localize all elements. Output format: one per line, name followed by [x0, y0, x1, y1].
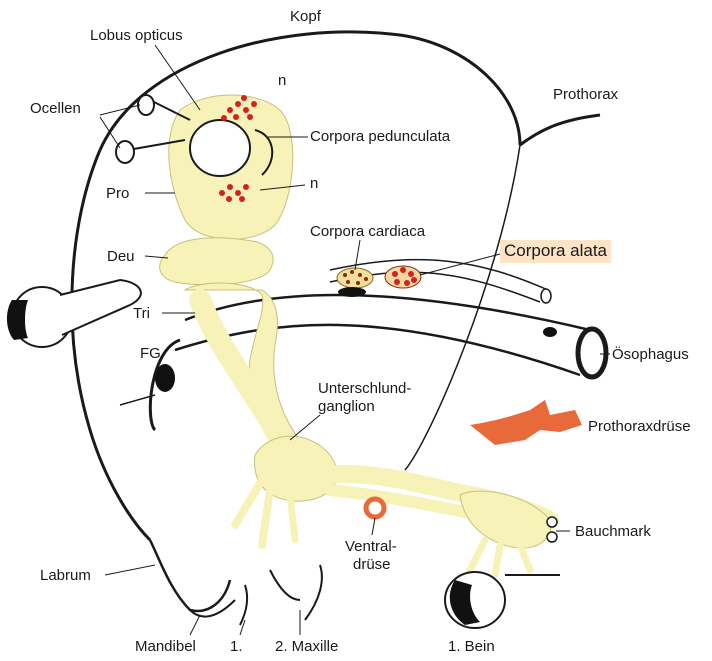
head-capsule-side [72, 150, 150, 540]
label-corpora-alata: Corpora alata [500, 240, 611, 263]
label-prothorax: Prothorax [553, 86, 618, 103]
leader-lobus-opticus [155, 45, 200, 110]
ventraldruese [366, 499, 384, 517]
label-mandibel: Mandibel [135, 638, 196, 655]
tg-nerve-2 [495, 545, 500, 575]
frontal-ganglion [155, 364, 175, 392]
label-bauchmark: Bauchmark [575, 523, 651, 540]
sog-nerve-2 [262, 490, 270, 545]
label-corpora-pedunculata: Corpora pedunculata [310, 128, 450, 145]
label-kopf: Kopf [290, 8, 321, 25]
nerve-tube-end [541, 289, 551, 303]
label-unterschlund-1: Unterschlund- [318, 380, 411, 397]
maxille-palp [305, 565, 322, 620]
maxille-2 [270, 570, 300, 600]
prothorax-boundary [520, 115, 600, 145]
label-labrum: Labrum [40, 567, 91, 584]
leader-mandibel [190, 615, 200, 635]
label-bein: 1. Bein [448, 638, 495, 655]
label-tri: Tri [133, 305, 150, 322]
oesophagus-ganglion [543, 327, 557, 337]
label-unterschlund-2: ganglion [318, 398, 375, 415]
compound-eye-front [7, 300, 28, 340]
maxille-1 [240, 585, 247, 625]
bauchmark-end-1 [547, 517, 557, 527]
lobus-opticus-cavity [190, 120, 250, 176]
sog-nerve-3 [290, 495, 295, 540]
leader-ventraldruese [372, 518, 375, 535]
bauchmark-end-2 [547, 532, 557, 542]
label-oesophagus: Ösophagus [612, 346, 689, 363]
label-pro: Pro [106, 185, 129, 202]
ocellus-1 [138, 95, 154, 115]
thoracic-ganglion [460, 491, 551, 548]
ocellus-2 [116, 141, 134, 163]
label-n-mid: n [310, 175, 318, 192]
label-lobus-opticus: Lobus opticus [90, 27, 183, 44]
tg-nerve-3 [520, 545, 530, 570]
oesophagus-upper [185, 295, 590, 330]
labrum [150, 540, 230, 611]
leader-corpora-alata [420, 254, 500, 275]
corpora-cardiaca-black [338, 287, 366, 297]
leader-corpora-cardiaca [355, 240, 360, 270]
label-fg: FG [140, 345, 161, 362]
label-prothoraxdruese: Prothoraxdrüse [588, 418, 691, 435]
leader-unterschlund [290, 415, 320, 440]
label-ocellen: Ocellen [30, 100, 81, 117]
mandibel [190, 600, 235, 617]
sog-nerve-1 [235, 480, 262, 525]
label-ventral-2: drüse [353, 556, 391, 573]
label-n-top: n [278, 72, 286, 89]
label-maxille-1: 1. [230, 638, 243, 655]
label-deu: Deu [107, 248, 135, 265]
prothoraxdruese [470, 400, 582, 445]
label-maxille-2: 2. Maxille [275, 638, 338, 655]
leader-labrum [105, 565, 155, 575]
label-corpora-cardiaca: Corpora cardiaca [310, 223, 425, 240]
leader-ocellen-1 [100, 105, 140, 115]
oesophagus-opening [578, 329, 606, 377]
label-ventral-1: Ventral- [345, 538, 397, 555]
deutocerebrum [160, 238, 273, 285]
tg-nerve-1 [470, 540, 485, 570]
